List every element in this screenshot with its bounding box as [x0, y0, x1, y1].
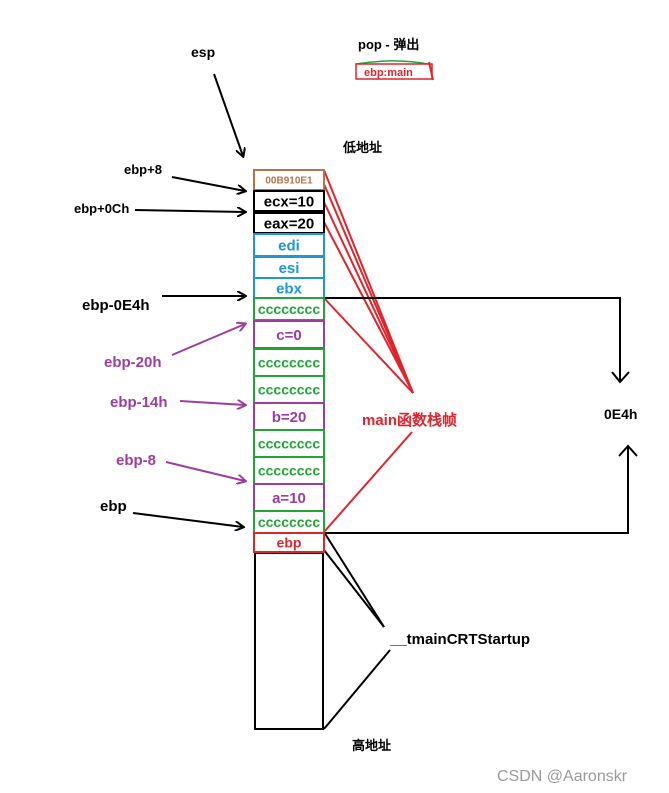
low-address-label: 低地址 [342, 140, 382, 155]
watermark: CSDN @Aaronskr [497, 768, 628, 785]
frame-size-label: 0E4h [604, 406, 637, 422]
stack-cell-label: eax=20 [264, 215, 314, 232]
ebp-label: ebp [100, 498, 127, 515]
stack-cell-label: 00B910E1 [265, 176, 313, 187]
high-address-label: 高地址 [352, 738, 391, 753]
stack-cell-label: cccccccc [258, 355, 321, 371]
ebp-plus-8-label: ebp+8 [124, 162, 162, 177]
caller-frame-lines [323, 531, 391, 730]
stack-cell-label: cccccccc [258, 436, 321, 452]
stack-cell-label: c=0 [276, 327, 301, 344]
stack-cell-box [253, 402, 325, 431]
stack-cell-label: ebx [276, 280, 303, 297]
pop-legend-title: pop - 弹出 [358, 37, 419, 52]
stack-cell-label: a=10 [272, 490, 306, 507]
stack-cell-label: cccccccc [258, 463, 321, 479]
frame-size-bracket [324, 297, 638, 534]
stack-cell-label: b=20 [272, 409, 307, 426]
stack-cell-label: edi [278, 237, 300, 254]
stack-cell-label: esi [279, 260, 300, 277]
stack-cell-box [253, 348, 325, 377]
stack-cell-label: cccccccc [258, 301, 321, 317]
pop-legend-label: ebp:main [364, 67, 413, 79]
pop-legend-sample: ebp:main [355, 60, 434, 81]
ebp-minus-0e4h-label: ebp-0E4h [82, 297, 150, 314]
stack-cell-box [253, 190, 325, 212]
ebp-minus-20h-label: ebp-20h [104, 354, 162, 371]
main-frame-label: main函数栈帧 [362, 411, 457, 429]
esp-label: esp [191, 44, 215, 60]
ebp-minus-8-label: ebp-8 [116, 452, 156, 469]
caller-frame-box [254, 552, 324, 730]
ebp-minus-14h-label: ebp-14h [110, 394, 168, 411]
stack-cell-label: cccccccc [258, 514, 321, 530]
pointer-arrows [132, 73, 245, 527]
stack-cell-box [253, 429, 325, 458]
stack-cell-box [253, 532, 325, 553]
main-frame-pointer-lines [323, 169, 414, 533]
stack-cell-label: cccccccc [258, 382, 321, 398]
stack-cell-box [253, 456, 325, 485]
caller-label: __tmainCRTStartup [389, 631, 530, 648]
stack-cell-label: ecx=10 [264, 193, 314, 210]
stack-cell-label: ebp [277, 535, 302, 551]
stack-cells: 00B910E1 ecx=10 eax=20 edi esi ebx cccccccc c=0… [253, 169, 325, 553]
ebp-plus-0ch-label: ebp+0Ch [74, 201, 129, 216]
stack-cell-box [253, 375, 325, 404]
stack-cell-box [253, 320, 325, 349]
